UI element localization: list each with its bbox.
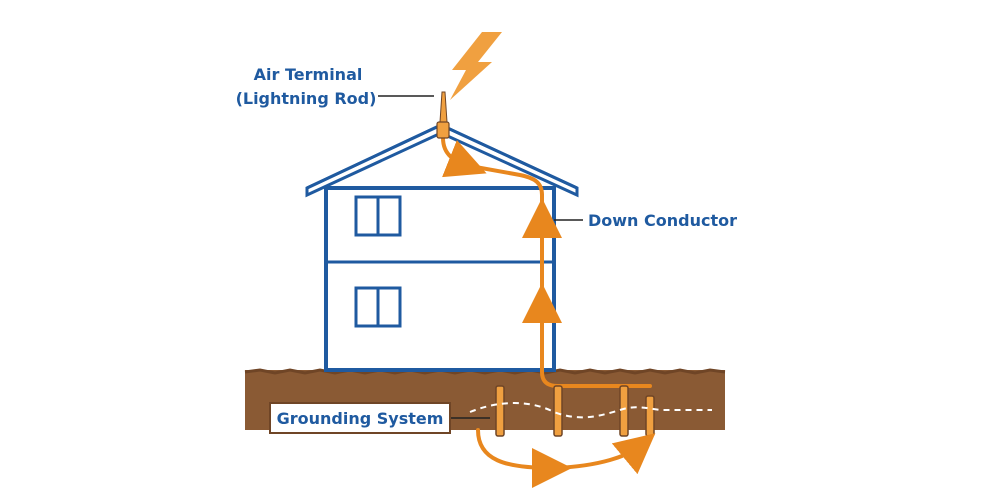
ground-rod	[553, 385, 563, 437]
pointer-lines	[378, 95, 583, 419]
rod-tip	[439, 91, 448, 123]
ground-rod	[495, 385, 505, 437]
grounding-system-label: Grounding System	[277, 409, 444, 428]
air-terminal-label: Air Terminal	[254, 65, 363, 84]
window-upper	[354, 195, 402, 237]
discharge-arrow-left	[476, 428, 572, 488]
conductor-arrow-roof	[442, 140, 487, 178]
air-terminal-sublabel: (Lightning Rod)	[236, 89, 377, 108]
roof-eave-right	[440, 123, 578, 190]
down-conductor-label: Down Conductor	[588, 211, 737, 230]
lightning-bolt-icon	[450, 32, 502, 100]
grounding-system-label-box: Grounding System	[269, 402, 451, 434]
discharge-arrow-right	[554, 433, 656, 475]
discharge-flow	[476, 428, 656, 488]
window-lower	[354, 286, 402, 328]
rod-base	[436, 121, 450, 139]
ground-rod	[619, 385, 629, 437]
ground-rod	[645, 395, 655, 437]
house	[305, 123, 579, 372]
air-terminal	[436, 91, 450, 139]
roof-eave-left	[306, 123, 442, 190]
